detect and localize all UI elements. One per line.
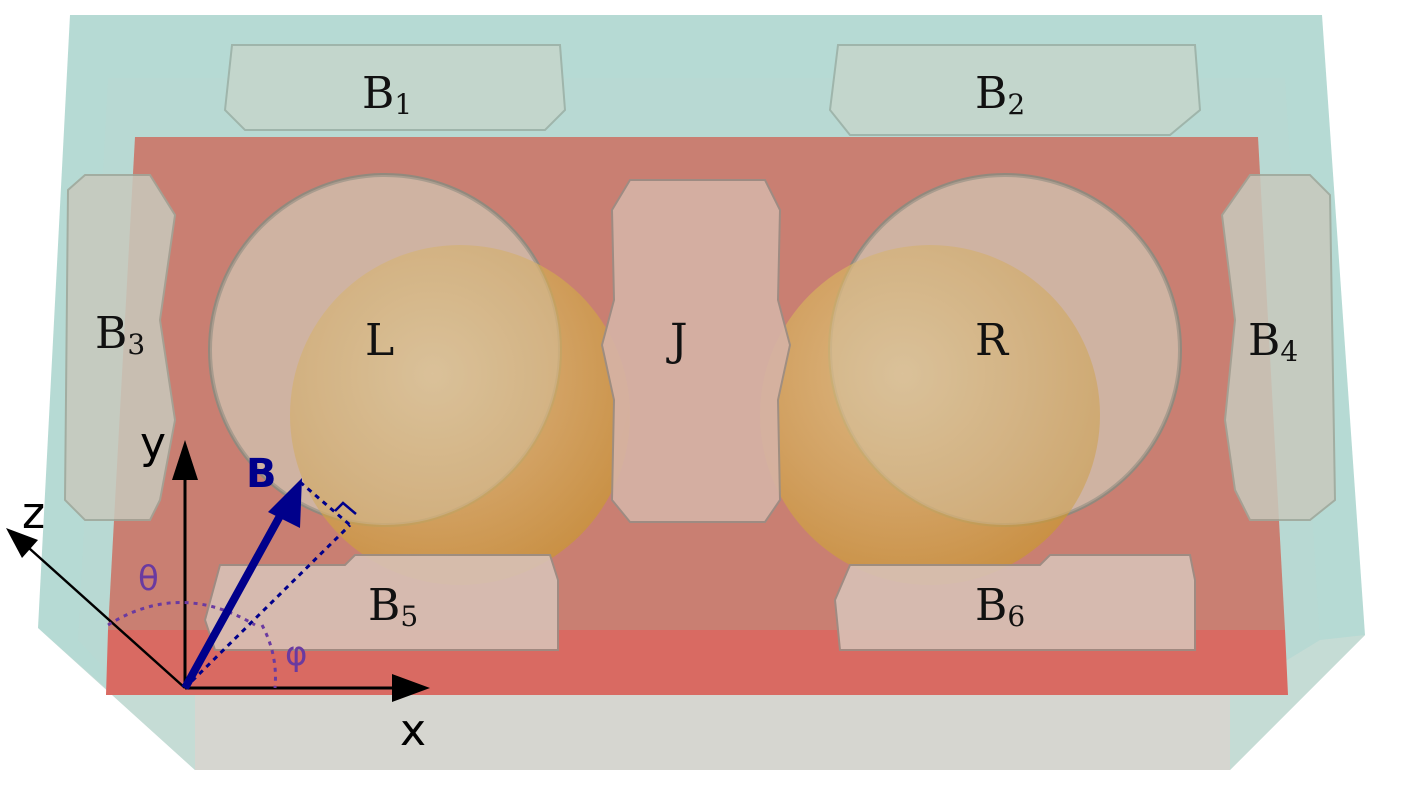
gate-b3 <box>63 174 177 521</box>
coordinate-axes <box>6 440 430 702</box>
x-axis-arrowhead <box>392 674 430 702</box>
label-left-dot: L <box>365 315 394 366</box>
theta-label: θ <box>138 559 159 599</box>
y-axis-label: y <box>140 418 166 469</box>
gate-b5 <box>203 554 559 651</box>
plunger-gate-r-top <box>830 175 1180 525</box>
phi-label: φ <box>285 634 307 674</box>
field-drop-line <box>299 480 351 527</box>
gate-b2 <box>828 44 1202 136</box>
y-axis-arrowhead <box>172 440 198 480</box>
z-axis-arrowhead <box>6 528 38 558</box>
x-axis-label: x <box>400 705 426 756</box>
dot-sphere-left <box>290 245 630 585</box>
gate-b1 <box>223 44 567 131</box>
gate-junction <box>600 179 792 523</box>
label-junction: J <box>666 315 688 366</box>
gate-b6 <box>833 554 1196 651</box>
label-b2: B2 <box>975 68 1025 121</box>
label-right-dot: R <box>975 315 1010 366</box>
label-b4: B4 <box>1248 315 1298 368</box>
dot-sphere-right <box>760 245 1100 585</box>
field-vector <box>181 503 290 690</box>
label-b1: B1 <box>362 68 412 121</box>
field-vector-group <box>181 478 357 690</box>
theta-arc <box>107 601 256 627</box>
field-projection-line <box>183 523 352 690</box>
label-b6: B6 <box>975 580 1025 633</box>
z-axis <box>19 539 186 689</box>
plunger-gate-l-top <box>210 175 560 525</box>
right-angle-mark <box>334 501 357 515</box>
label-b3: B3 <box>95 308 145 361</box>
label-b5: B5 <box>368 580 418 633</box>
gate-b4 <box>1220 174 1337 521</box>
field-vector-label: B <box>246 451 277 497</box>
field-vector-arrowhead <box>268 478 302 528</box>
z-axis-label: z <box>22 488 45 539</box>
